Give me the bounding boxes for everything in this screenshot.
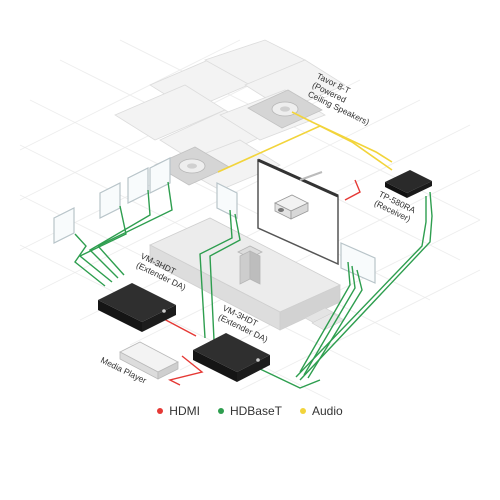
ceiling-speaker-1 — [247, 89, 323, 129]
legend-label-hdmi: HDMI — [169, 404, 200, 418]
legend-dot-hdbaset — [217, 408, 224, 414]
legend-item-hdmi: HDMI — [157, 404, 200, 418]
legend-item-hdbaset: HDBaseT — [217, 404, 282, 418]
legend-dot-hdmi — [157, 408, 164, 414]
projector — [274, 171, 323, 220]
hdmi-cables — [161, 179, 361, 386]
speakers-label: Tavor 8-T (Powered Ceiling Speakers) — [306, 71, 371, 127]
display-panels — [53, 157, 376, 284]
audio-cables — [217, 111, 393, 173]
legend: HDMI HDBaseT Audio — [0, 404, 500, 418]
extender-2-device — [193, 333, 270, 382]
extender-1-device — [98, 283, 176, 332]
ceiling-speaker-2 — [154, 146, 230, 186]
receiver-device — [385, 170, 432, 198]
legend-label-hdbaset: HDBaseT — [229, 404, 282, 418]
legend-label-audio: Audio — [311, 404, 343, 418]
legend-dot-audio — [299, 408, 306, 414]
legend-item-audio: Audio — [299, 404, 343, 418]
media-player-device — [119, 341, 179, 380]
podium — [237, 245, 263, 285]
hdbaset-cables — [74, 181, 433, 389]
